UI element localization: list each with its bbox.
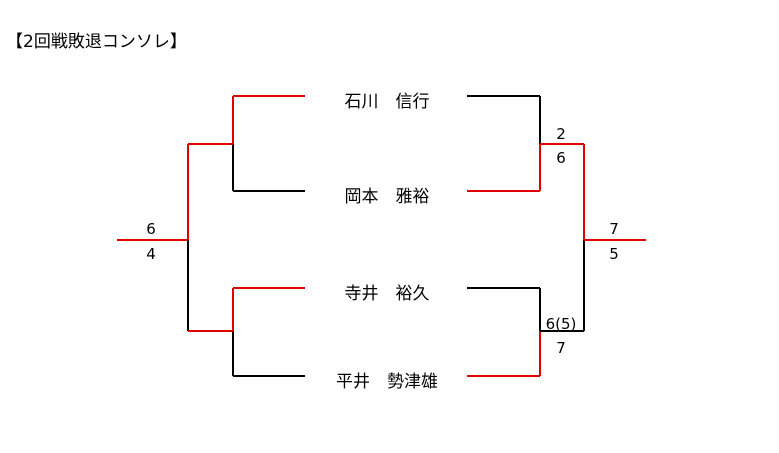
score-semi1-top: 2 <box>556 125 566 143</box>
score-left-final-bottom: 4 <box>146 245 156 263</box>
score-semi2-bottom: 7 <box>556 339 566 357</box>
player-2-name: 岡本 雅裕 <box>344 187 430 207</box>
score-right-final-top: 7 <box>609 220 619 238</box>
player-3-name: 寺井 裕久 <box>344 284 430 304</box>
score-left-final-top: 6 <box>146 220 156 238</box>
player-4-name: 平井 勢津雄 <box>336 372 438 392</box>
score-right-final-bottom: 5 <box>609 245 619 263</box>
page-title: 【2回戦敗退コンソレ】 <box>6 32 187 52</box>
score-semi1-bottom: 6 <box>556 149 566 167</box>
score-semi2-top: 6(5) <box>545 315 577 333</box>
player-1-name: 石川 信行 <box>344 92 430 112</box>
